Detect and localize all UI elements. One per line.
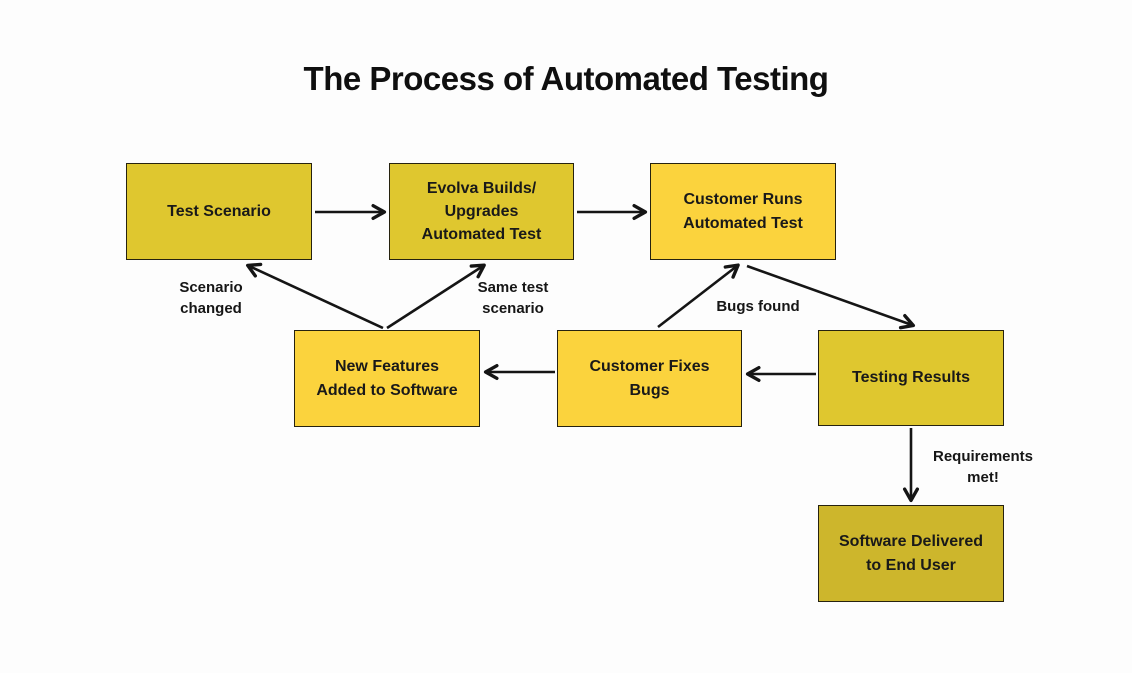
node-customer-runs-label: Customer Runs Automated Test bbox=[683, 191, 803, 232]
edge-label-scenario-changed: Scenario changed bbox=[179, 279, 243, 317]
node-software-delivered-label: Software Delivered to End User bbox=[838, 533, 984, 574]
node-evolva-builds-upgrades-test: Evolva Builds/ Upgrades Automated Test bbox=[389, 163, 574, 260]
edge-label-requirements-met: Requirements met! bbox=[932, 448, 1034, 486]
node-new-features-added: New Features Added to Software bbox=[294, 330, 480, 427]
node-testing-results: Testing Results bbox=[818, 330, 1004, 426]
node-test-scenario-label: Test Scenario bbox=[167, 202, 271, 220]
node-customer-fixes-bugs: Customer Fixes Bugs bbox=[557, 330, 742, 427]
node-test-scenario: Test Scenario bbox=[126, 163, 312, 260]
node-customer-fixes-label: Customer Fixes Bugs bbox=[589, 358, 710, 399]
node-testing-results-label: Testing Results bbox=[852, 369, 970, 387]
node-customer-runs-automated-test: Customer Runs Automated Test bbox=[650, 163, 836, 260]
arrow-new-features-to-test-scenario bbox=[246, 262, 384, 330]
arrow-customer-fixes-to-customer-runs bbox=[657, 263, 740, 329]
node-new-features-label: New Features Added to Software bbox=[316, 358, 458, 399]
edge-label-same-test-scenario: Same test scenario bbox=[477, 279, 549, 317]
arrow-customer-runs-to-testing-results bbox=[746, 264, 916, 330]
edge-label-bugs-found: Bugs found bbox=[716, 298, 800, 315]
node-evolva-builds-label: Evolva Builds/ Upgrades Automated Test bbox=[421, 179, 542, 244]
arrow-new-features-to-evolva bbox=[386, 263, 486, 330]
node-software-delivered: Software Delivered to End User bbox=[818, 505, 1004, 602]
diagram-title: The Process of Automated Testing bbox=[303, 60, 829, 97]
